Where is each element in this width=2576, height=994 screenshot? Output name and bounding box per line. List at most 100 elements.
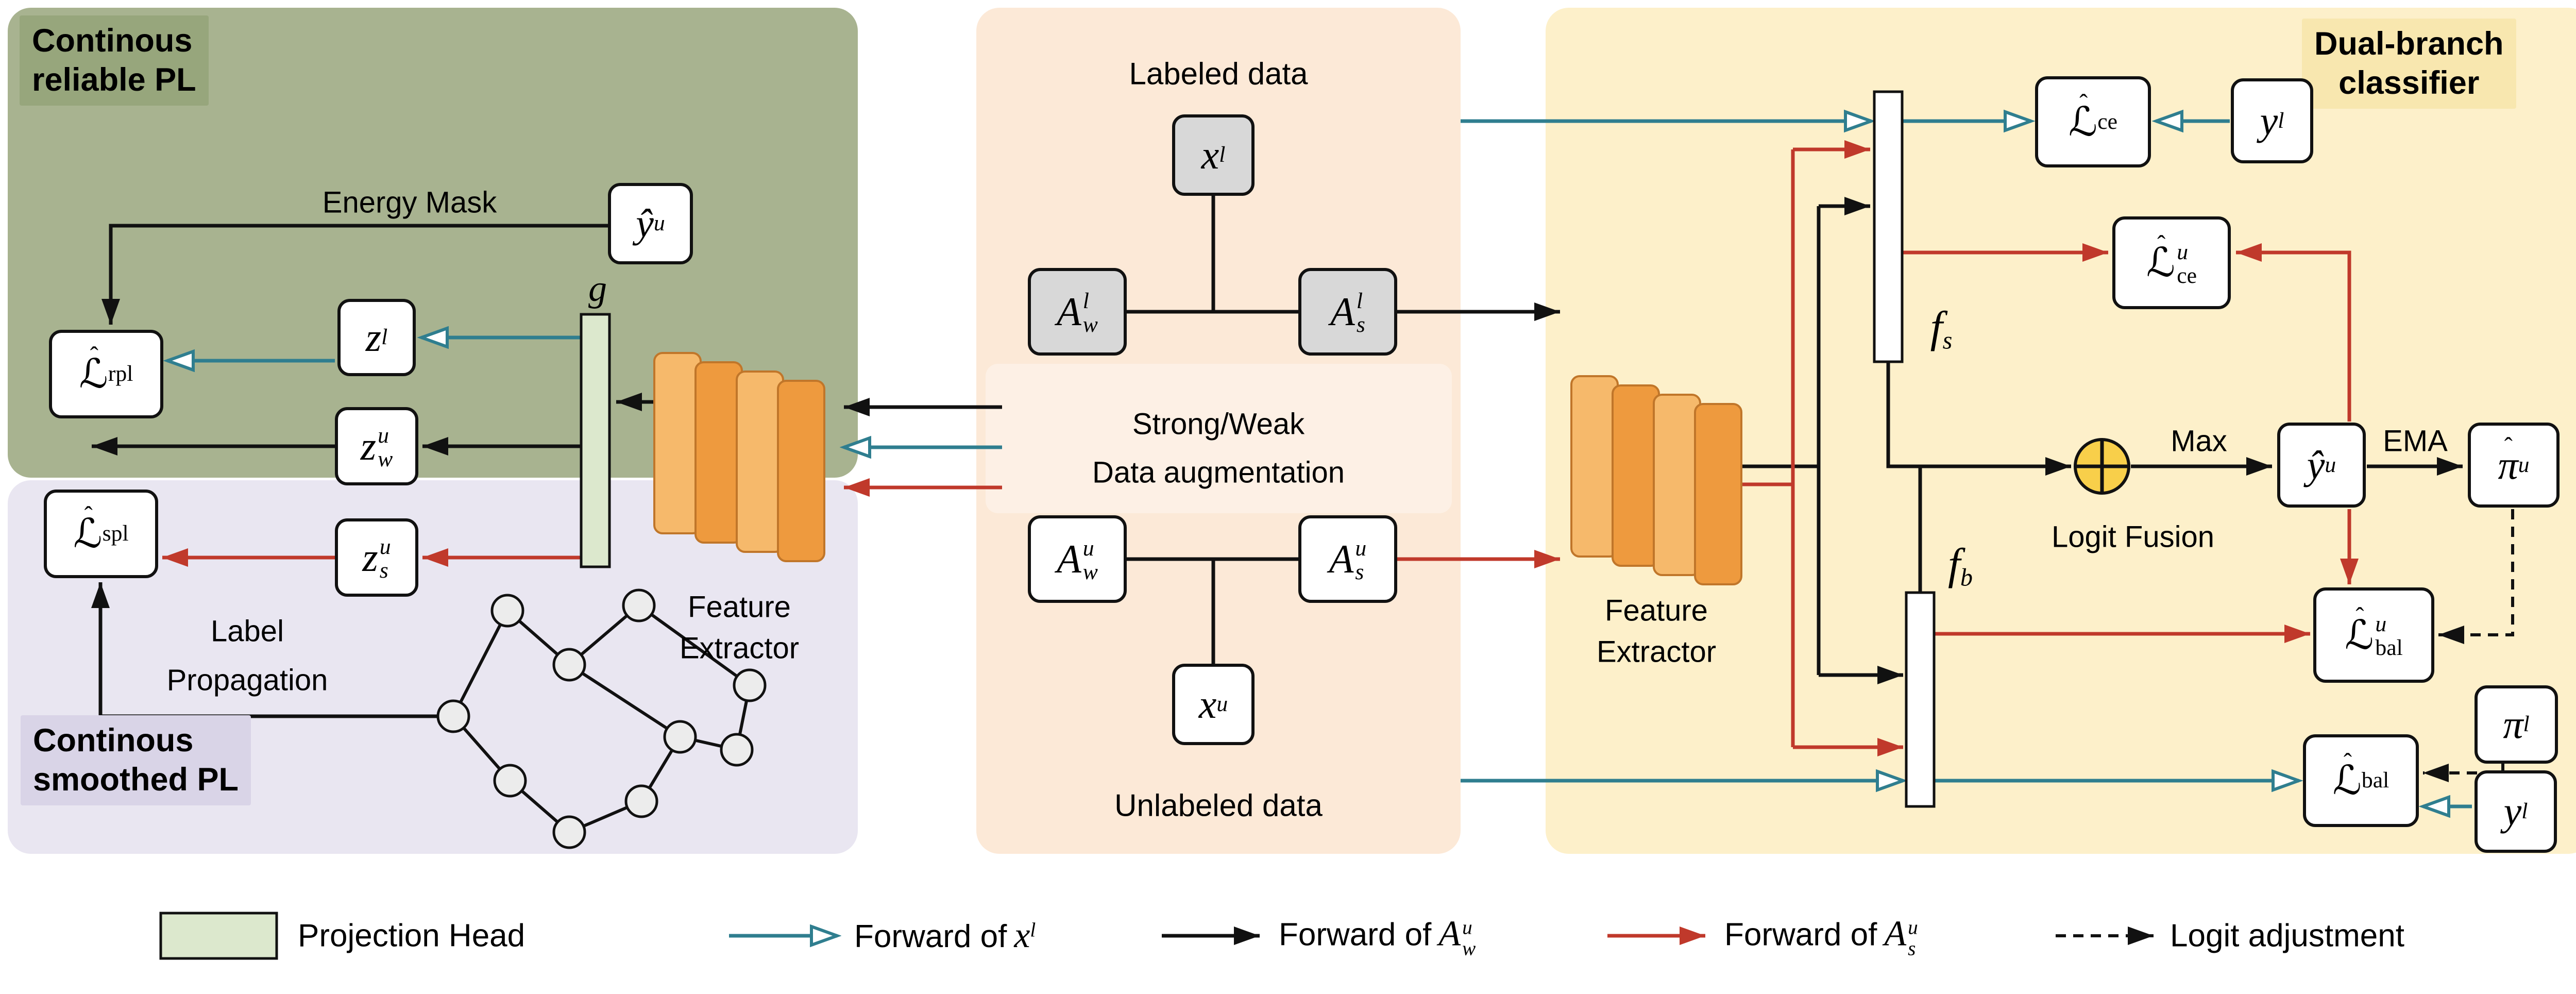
math-base: A [1057,536,1081,581]
math-sup: l [2278,108,2284,133]
math-sup: u [378,423,389,448]
logit-fusion-node [2074,438,2130,495]
hat-icon: ˆ [90,342,98,369]
math-base: y [2260,98,2278,143]
title-line: Dual-branch [2314,26,2504,62]
augmentation-label-2: Data augmentation [1092,456,1345,490]
math-sup: u [2518,452,2530,477]
math-sup: l [2521,799,2528,824]
unlabeled-data-label: Unlabeled data [1114,788,1323,823]
math-base: A [1330,289,1355,334]
graph-node [622,588,656,622]
math-base: z [360,424,377,468]
math-sup: u [653,211,665,236]
math-sub: s [1356,312,1365,337]
energy-mask-label: Energy Mask [322,186,497,220]
fe-slab [1694,403,1742,585]
graph-node [624,784,658,818]
title-smoothed-pl: Continous smoothed PL [21,715,251,806]
graph-node [436,699,470,733]
math-sup: l [1219,142,1226,167]
math-sub: ce [2177,263,2197,288]
math-sub: spl [102,521,129,546]
panel-data [976,8,1461,854]
math-sub: b [1960,564,1973,592]
hat-icon: ˆ [2343,748,2352,776]
black-wires [91,196,2463,718]
legend-prefix: Forward of [1724,917,1877,953]
math-base: ℒ [2345,612,2374,659]
math-sup: l [381,325,388,350]
math-base: y [2503,789,2522,834]
max-label: Max [2171,424,2227,458]
math-sup: u [2177,239,2189,264]
title-line: Continous [32,23,193,59]
title-line: Continous [33,722,194,759]
augmentation-band [986,364,1452,513]
math-base: π [2503,702,2523,747]
hat-icon: ˆ [2355,603,2364,630]
graph-node [490,594,524,628]
math-sub: w [1462,937,1476,960]
math-sup: u [1082,535,1094,561]
math-base: A [1438,914,1461,954]
math-sup: u [1216,692,1228,717]
labeled-data-label: Labeled data [1129,56,1308,91]
title-reliable-pl: Continous reliable PL [20,15,209,106]
arrow-fs-to-fusion [1886,362,2071,476]
feature-extractor-right [1570,375,1742,585]
label-propagation-label-2: Propagation [166,663,328,697]
legend-prefix: Forward of [854,919,1007,954]
legend-logit-adjustment-label: Logit adjustment [2170,918,2404,954]
math-sub: bal [2375,635,2403,661]
graph-node [552,648,586,682]
arrow-energy-mask [101,224,608,325]
feature-extractor-left-label-2: Extractor [679,631,800,665]
graph-node [663,720,697,754]
math-sub: s [379,558,388,583]
math-sub: s [1355,559,1364,584]
math-base: z [365,315,382,360]
arrow-pihat-adjust [2438,509,2514,644]
math-sub: w [1082,559,1098,584]
math-sup: l [1082,288,1089,313]
math-sub: rpl [108,361,133,386]
math-base: ℒ [2146,240,2176,286]
legend-projection-head-swatch [159,912,278,960]
math-base: x [1198,682,1217,727]
arrow-yhat-to-lceu [2236,243,2351,422]
graph-node [493,764,527,798]
math-sup: u [1908,916,1918,939]
math-base: ŷ [636,201,654,246]
legend-projection-head-label: Projection Head [298,918,526,954]
math-base: A [1884,914,1907,954]
hat-icon: ˆ [2504,433,2513,460]
label-propagation-label-1: Label [211,614,284,648]
